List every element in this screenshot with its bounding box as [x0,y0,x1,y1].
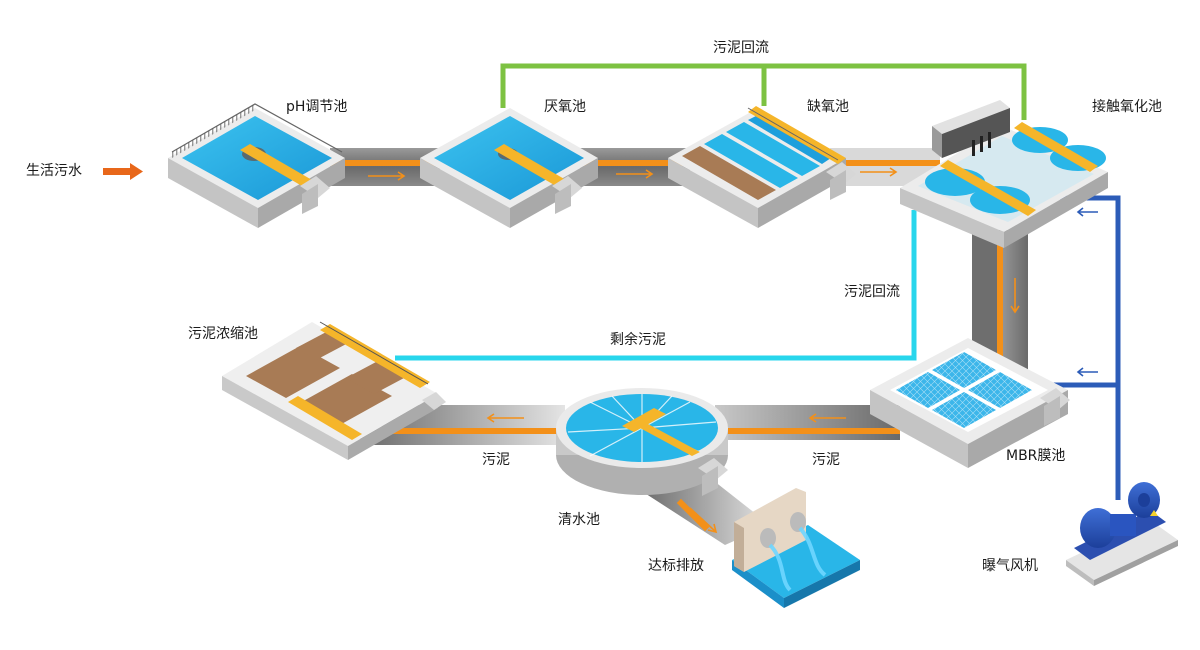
pump-icon [1080,482,1160,548]
label-sludge-thickener: 污泥浓缩池 [188,326,258,342]
blower-unit [1066,482,1178,586]
clear-water-tank [556,388,728,496]
label-clear-water: 清水池 [558,512,600,528]
flow-arrow-icon [689,507,718,534]
label-sludge-return-side: 污泥回流 [844,284,900,300]
label-inlet: 生活污水 [26,163,82,179]
flow-arrow-icon [616,169,654,179]
flow-arrow-icon [1010,278,1020,314]
discharge-outlet [732,488,860,608]
flow-arrow-icon [368,171,406,181]
pipe-ph-to-anaerobic [330,148,440,186]
label-ph-tank: pH调节池 [286,99,348,115]
label-contact-oxidation: 接触氧化池 [1092,99,1162,115]
flow-arrow-icon [486,413,524,423]
sludge-thickener-tank [222,321,446,460]
flow-arrow-icon [808,413,846,423]
contact-oxidation-tank [900,100,1108,248]
label-sludge-left: 污泥 [482,452,510,468]
air-arrow-icon [1076,367,1098,377]
pipe-anoxic-to-contact [830,148,940,186]
label-sludge-right: 污泥 [812,452,840,468]
anaerobic-tank [420,108,598,228]
excess-sludge-line [395,210,917,361]
label-discharge: 达标排放 [648,558,704,574]
mbr-tank [870,338,1070,468]
flow-arrow-icon [860,167,898,177]
air-arrow-icon [1076,207,1098,217]
air-line [1060,195,1121,500]
ph-tank [168,103,345,228]
pipe-network [330,148,1028,545]
label-anaerobic: 厌氧池 [544,99,586,115]
label-excess-sludge: 剩余污泥 [610,332,666,348]
label-blower: 曝气风机 [982,558,1038,574]
pipe-anaerobic-to-anoxic [580,148,690,186]
inlet-arrow-icon [103,163,143,180]
pipe-outlet-icon [760,512,806,548]
label-sludge-return-top: 污泥回流 [713,40,769,56]
flow-arrows [368,167,1020,534]
anoxic-tank [668,106,856,228]
control-cabinet [932,100,1010,134]
label-anoxic: 缺氧池 [807,99,849,115]
label-mbr: MBR膜池 [1006,448,1066,464]
